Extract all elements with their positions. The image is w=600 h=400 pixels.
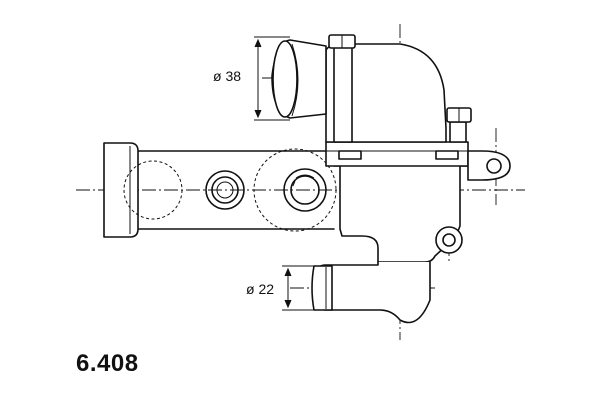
mount-ear-hole <box>486 158 502 174</box>
outlet-diameter-label: ø 38 <box>213 68 241 84</box>
center-hidden-bore <box>253 148 337 232</box>
bolt-right <box>446 107 472 143</box>
lower-eye-hole <box>442 233 456 247</box>
outlet-spigot-rim <box>291 43 299 117</box>
sensor-port-outer <box>283 168 327 212</box>
outlet-spigot-face <box>272 40 298 118</box>
flange-slot-right <box>435 150 459 160</box>
lower-elbow <box>315 261 431 324</box>
lower-eye <box>435 226 463 254</box>
flange-slot-left <box>338 150 362 160</box>
inlet-diameter-label: ø 22 <box>246 281 274 297</box>
sensor-port-clip <box>292 174 315 187</box>
dimension-outlet: ø 38 <box>213 36 290 121</box>
pipe-body <box>103 142 337 238</box>
boss-port-mid <box>211 176 239 204</box>
mount-ear <box>467 150 511 181</box>
thermostat-housing <box>311 43 511 324</box>
bolt-top-body <box>333 45 353 143</box>
pipe-tube-outline <box>137 150 335 230</box>
dimension-inlet: ø 22 <box>246 265 318 311</box>
dim-inlet-arrow-top <box>284 267 292 277</box>
part-number: 6.408 <box>76 350 139 377</box>
dim-outlet-arrow-bottom <box>254 109 262 119</box>
outlet-spigot <box>271 39 327 119</box>
bolt-right-body <box>449 121 467 143</box>
sensor-port-inner <box>290 175 320 205</box>
boss-port-inner <box>216 181 234 199</box>
left-hidden-bore <box>123 160 183 220</box>
dim-outlet-arrow-top <box>254 38 262 48</box>
bolt-top <box>328 34 356 143</box>
dim-inlet-arrow-bottom <box>284 299 292 309</box>
left-flange <box>103 142 139 238</box>
boss-port-outer <box>205 170 245 210</box>
inlet-spigot <box>311 265 333 311</box>
